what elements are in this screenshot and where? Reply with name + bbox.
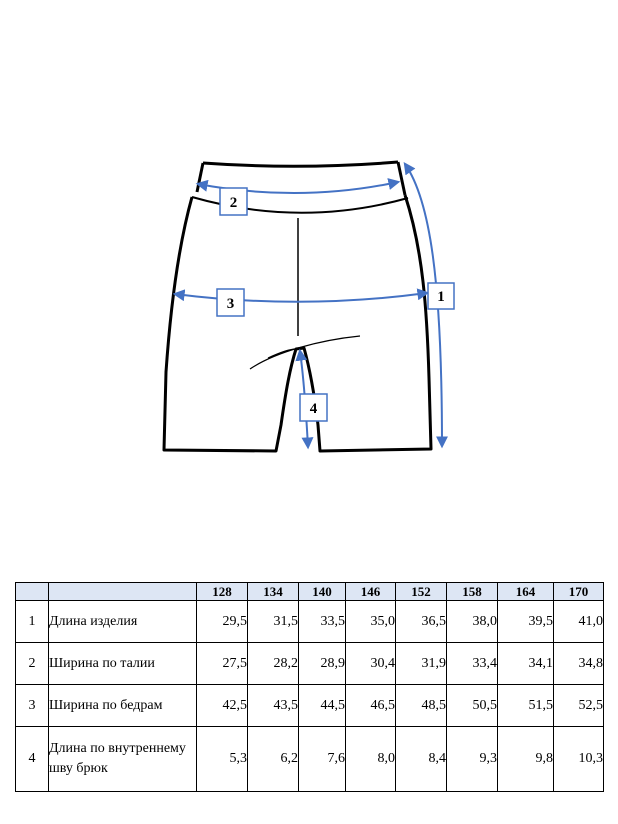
callout-1-label: 1	[437, 289, 445, 305]
value-cell: 33,4	[446, 642, 498, 685]
value-cell: 39,5	[497, 600, 554, 643]
value-cell: 50,5	[446, 684, 498, 727]
value-cell: 9,8	[497, 726, 554, 792]
value-cell: 41,0	[553, 600, 604, 643]
value-cell: 46,5	[345, 684, 396, 727]
measurement-name: Ширина по талии	[48, 642, 197, 685]
value-cell: 28,9	[298, 642, 346, 685]
value-cell: 34,1	[497, 642, 554, 685]
arrow-3-hips	[172, 288, 430, 303]
row-number: 3	[15, 684, 49, 727]
value-cell: 51,5	[497, 684, 554, 727]
value-cell: 29,5	[196, 600, 248, 643]
value-cell: 10,3	[553, 726, 604, 792]
value-cell: 42,5	[196, 684, 248, 727]
crotch-curve-line	[249, 335, 361, 370]
table-row: 4 Длина по внутреннему шву брюк 5,3 6,2 …	[15, 726, 604, 792]
size-header: 152	[395, 582, 447, 601]
value-cell: 8,0	[345, 726, 396, 792]
measurement-name: Длина по внутреннему шву брюк	[48, 726, 197, 792]
callout-4-label: 4	[310, 401, 318, 417]
waistband-top	[202, 160, 399, 168]
size-chart-table: 128 134 140 146 152 158 164 170 1 Длина …	[15, 582, 604, 792]
arrow-1-length	[403, 162, 448, 449]
value-cell: 30,4	[345, 642, 396, 685]
row-number: 4	[15, 726, 49, 792]
value-cell: 48,5	[395, 684, 447, 727]
size-header: 170	[553, 582, 604, 601]
value-cell: 38,0	[446, 600, 498, 643]
row-number: 2	[15, 642, 49, 685]
value-cell: 7,6	[298, 726, 346, 792]
table-row: 3 Ширина по бедрам 42,5 43,5 44,5 46,5 4…	[15, 684, 604, 727]
value-cell: 31,5	[247, 600, 299, 643]
value-cell: 44,5	[298, 684, 346, 727]
size-header: 140	[298, 582, 346, 601]
callout-1: 1	[427, 282, 455, 310]
value-cell: 34,8	[553, 642, 604, 685]
value-cell: 31,9	[395, 642, 447, 685]
value-cell: 28,2	[247, 642, 299, 685]
size-header-row: 128 134 140 146 152 158 164 170	[15, 582, 604, 601]
value-cell: 36,5	[395, 600, 447, 643]
measurement-name: Длина изделия	[48, 600, 197, 643]
callout-4: 4	[299, 393, 328, 422]
table-row: 1 Длина изделия 29,5 31,5 33,5 35,0 36,5…	[15, 600, 604, 643]
table-row: 2 Ширина по талии 27,5 28,2 28,9 30,4 31…	[15, 642, 604, 685]
crotch-line	[267, 348, 297, 359]
size-header: 164	[497, 582, 554, 601]
value-cell: 52,5	[553, 684, 604, 727]
value-cell: 33,5	[298, 600, 346, 643]
shorts-measurement-diagram: 1 2 3 4	[162, 160, 455, 453]
value-cell: 9,3	[446, 726, 498, 792]
size-header: 134	[247, 582, 299, 601]
callout-3-label: 3	[227, 296, 235, 312]
size-header: 128	[196, 582, 248, 601]
value-cell: 8,4	[395, 726, 447, 792]
waistband-right	[396, 161, 407, 196]
size-header: 146	[345, 582, 396, 601]
value-cell: 43,5	[247, 684, 299, 727]
value-cell: 35,0	[345, 600, 396, 643]
callout-2: 2	[219, 187, 248, 216]
corner-cell	[15, 582, 49, 601]
size-header: 158	[446, 582, 498, 601]
value-cell: 27,5	[196, 642, 248, 685]
waistband-left	[195, 162, 205, 193]
measurement-name: Ширина по бедрам	[48, 684, 197, 727]
value-cell: 6,2	[247, 726, 299, 792]
waistband-bottom	[191, 196, 409, 214]
shorts-details	[249, 218, 361, 370]
value-cell: 5,3	[196, 726, 248, 792]
callout-2-label: 2	[230, 195, 238, 211]
callout-3: 3	[216, 288, 245, 317]
corner-cell	[48, 582, 197, 601]
row-number: 1	[15, 600, 49, 643]
